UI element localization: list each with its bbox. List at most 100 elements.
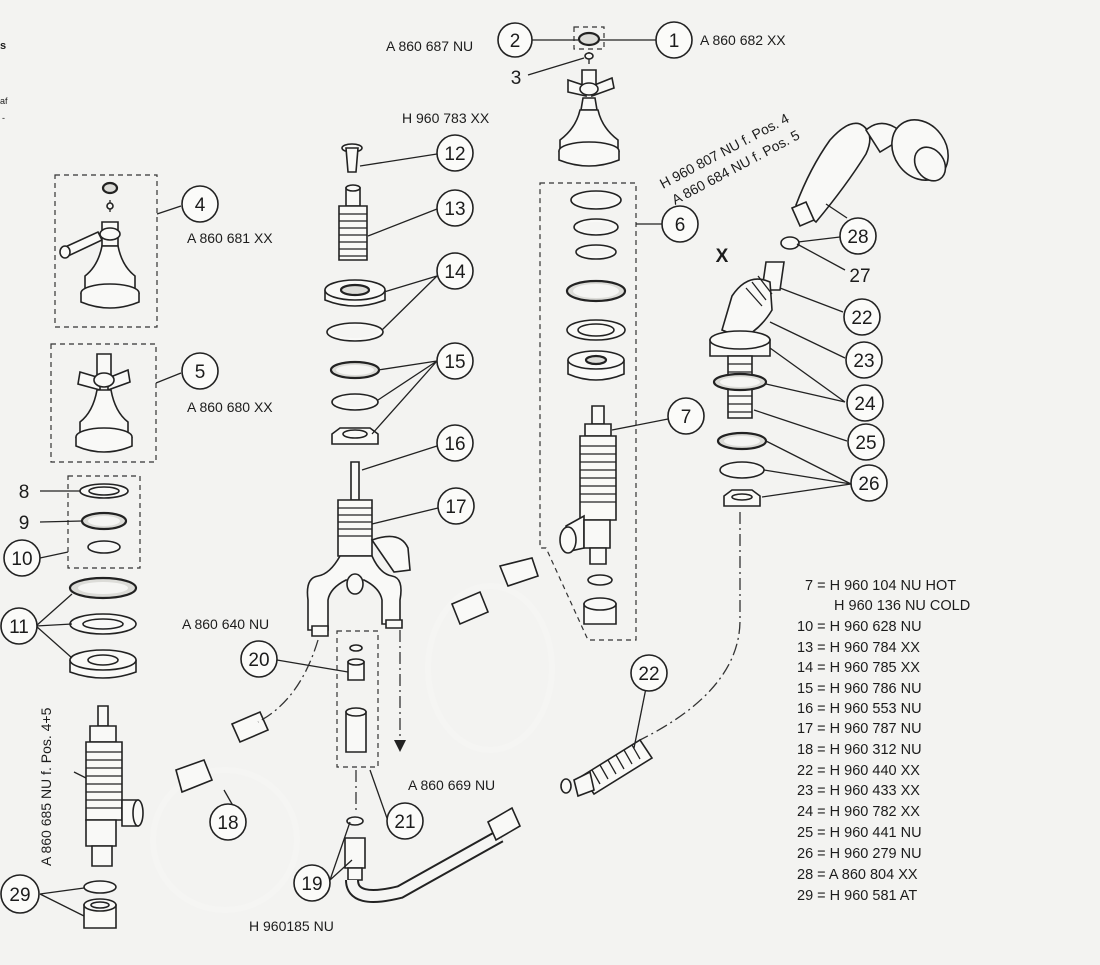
callout-18: 18 [209,803,247,841]
callout-24: 24 [846,384,884,422]
callout-29: 29 [0,874,40,914]
svg-text:15: 15 [444,352,465,373]
group-box-2 [573,26,605,50]
callout-11: 11 [0,607,38,645]
callout-20: 20 [240,640,278,678]
parts-list-line: 13 = H 960 784 XX [797,640,920,656]
rings-14-15 [324,279,386,445]
svg-text:4: 4 [195,195,206,216]
callout-5: 5 [181,352,219,390]
callout-21: 21 [386,802,424,840]
callout-22: 22 [843,298,881,336]
group-box-20-21 [336,630,379,768]
seals-8-10 [79,483,129,554]
svg-text:28: 28 [847,227,868,248]
callout-3: 3 [511,68,522,89]
callout-4: 4 [181,185,219,223]
callout-1: 1 [655,21,693,59]
parts-list-line: H 960 136 NU COLD [834,598,970,614]
svg-text:13: 13 [444,199,465,220]
group-box-5 [50,343,157,463]
cross-handle-5 [75,353,133,453]
svg-text:10: 10 [11,549,32,570]
callout-14: 14 [436,252,474,290]
svg-text:6: 6 [675,215,686,236]
parts-list-line: 28 = A 860 804 XX [797,867,918,883]
group-box-8-10 [67,475,141,569]
callout-10: 10 [3,539,41,577]
rings-11 [68,576,138,679]
parts-list: 7 = H 960 104 NU HOT H 960 136 NU COLD 1… [797,578,970,904]
svg-text:7: 7 [681,407,692,428]
parts-list-line: 24 = H 960 782 XX [797,804,920,820]
callout-12: 12 [436,134,474,172]
seal-stack-6 [565,190,627,381]
svg-text:11: 11 [9,617,29,638]
fitting-19 [344,816,366,881]
valve-left [85,705,144,867]
callout-27: 27 [849,266,870,287]
callout-16: 16 [436,424,474,462]
cross-handle-top [558,31,620,167]
callout-15: 15 [436,342,474,380]
callout-x: X [716,246,729,267]
parts-list-line: 15 = H 960 786 NU [797,681,922,697]
svg-text:17: 17 [445,497,466,518]
parts-list-line: 22 = H 960 440 XX [797,763,920,779]
svg-text:20: 20 [248,650,269,671]
hose-end-22 [560,738,654,798]
parts-list-line: 23 = H 960 433 XX [797,783,920,799]
code-a860640: A 860 640 NU [182,616,269,632]
callout-6: 6 [661,205,699,243]
valve-7 [559,405,617,625]
svg-text:14: 14 [444,262,466,283]
edge-text-c: - [2,113,5,123]
svg-text:1: 1 [669,31,680,52]
guide-line-shower [639,512,741,741]
hose-coil-right [425,557,555,753]
svg-text:12: 12 [444,144,465,165]
parts-list-line: 14 = H 960 785 XX [797,660,920,676]
hand-shower-28 [780,119,949,250]
svg-text:19: 19 [301,874,322,895]
svg-text:22: 22 [638,664,659,685]
svg-text:24: 24 [854,394,876,415]
callout-28: 28 [839,217,877,255]
guide-line-left [257,639,319,723]
parts-list-line: 29 = H 960 581 AT [797,888,917,904]
callout-8: 8 [19,482,30,503]
callout-7: 7 [667,397,705,435]
code-h960185: H 960185 NU [249,918,334,934]
svg-text:29: 29 [9,885,30,906]
svg-text:25: 25 [855,433,876,454]
group-box-4 [54,174,158,328]
nut-29 [83,880,117,929]
edge-text-a: s [0,40,6,52]
parts-list-line: 16 = H 960 553 NU [797,701,922,717]
svg-text:23: 23 [853,351,874,372]
callout-25: 25 [847,423,885,461]
callout-2: 2 [497,22,533,58]
code-a860687: A 860 687 NU [386,38,473,54]
code-a860682: A 860 682 XX [700,32,786,48]
shower-holder [709,261,785,507]
code-a860669: A 860 669 NU [408,777,495,793]
svg-text:5: 5 [195,362,206,383]
callout-17: 17 [437,487,475,525]
svg-text:16: 16 [444,434,465,455]
callout-26: 26 [850,464,888,502]
callout-9: 9 [19,513,30,534]
callout-23: 23 [845,341,883,379]
code-a860685: A 860 685 NU f. Pos. 4+5 [38,707,54,866]
lever-handle-4 [59,181,140,309]
callout-13: 13 [436,189,474,227]
svg-text:18: 18 [217,813,238,834]
edge-text-b: af [0,96,8,106]
code-h960783: H 960 783 XX [402,110,490,126]
svg-text:21: 21 [394,812,415,833]
svg-text:26: 26 [858,474,879,495]
parts-list-line: 7 = H 960 104 NU HOT [805,578,956,594]
svg-text:22: 22 [851,308,872,329]
arrow-head [394,740,406,752]
